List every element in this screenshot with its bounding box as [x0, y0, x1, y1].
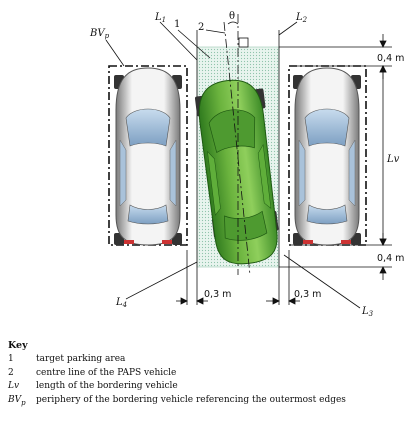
key-description: length of the bordering vehicle — [36, 381, 178, 392]
key-title: Key — [8, 340, 28, 351]
l3-label: L3 — [361, 306, 374, 318]
figure-key: Key 1 target parking area 2 centre line … — [8, 339, 408, 410]
angle-label: θ — [229, 11, 235, 22]
centre-line-leader — [205, 29, 226, 34]
l4-leader — [125, 261, 198, 300]
angle-arc — [227, 21, 239, 25]
target-area-label: 1 — [174, 19, 180, 30]
lv-label: Lv — [386, 154, 400, 165]
dim-gap-arrows — [176, 297, 300, 305]
key-item: BVp periphery of the bordering vehicle r… — [8, 394, 408, 410]
dim-top-label: 0,4 m — [377, 53, 404, 64]
right-angle-marker — [238, 37, 249, 48]
centre-line-label: 2 — [198, 22, 204, 33]
target-area-leader — [177, 29, 211, 59]
bvp-label: BVp — [89, 28, 110, 40]
key-symbol: 1 — [8, 354, 14, 365]
dim-bottom-label: 0,4 m — [377, 253, 404, 264]
key-description: target parking area — [36, 354, 126, 365]
dim-left-gap-label: 0,3 m — [204, 289, 231, 300]
l1-label: L1 — [154, 12, 166, 24]
left-bordering-vehicle — [114, 67, 182, 246]
dim-bottom-arrows — [379, 233, 387, 280]
key-symbol: 2 — [8, 367, 14, 378]
l2-label: L2 — [295, 12, 308, 24]
l2-leader — [278, 21, 298, 36]
key-symbol: BVp — [8, 394, 26, 407]
l4-label: L4 — [115, 297, 127, 309]
key-item: Lv length of the bordering vehicle — [8, 380, 408, 393]
parking-diagram: BVp L1 1 2 θ L2 L4 L3 Lv 0,4 m 0,4 m 0,3… — [89, 11, 404, 318]
key-description: centre line of the PAPS vehicle — [36, 367, 177, 378]
dim-lv-arrows — [379, 65, 387, 246]
right-bordering-vehicle — [293, 67, 361, 246]
key-symbol: Lv — [8, 381, 20, 392]
bvp-leader — [105, 39, 125, 67]
key-item: 2 centre line of the PAPS vehicle — [8, 367, 408, 380]
key-item: 1 target parking area — [8, 353, 408, 366]
l3-leader — [283, 254, 361, 309]
paps-centre-line — [223, 21, 251, 276]
dim-right-gap-label: 0,3 m — [294, 289, 321, 300]
key-description: periphery of the bordering vehicle refer… — [36, 394, 346, 405]
l1-leader — [159, 21, 198, 61]
